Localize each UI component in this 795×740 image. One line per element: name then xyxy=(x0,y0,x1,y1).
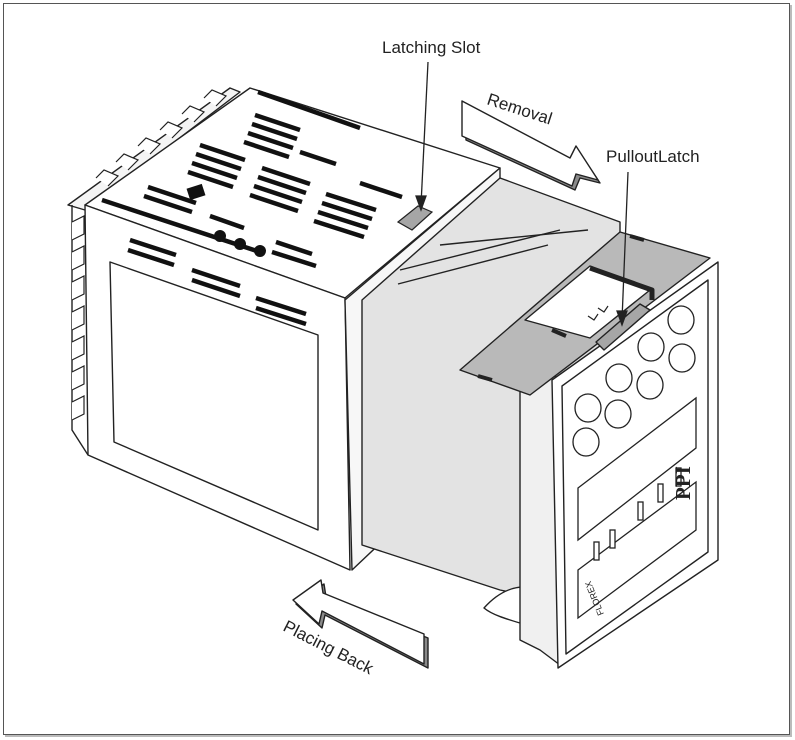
vent-slot xyxy=(187,169,234,190)
terminal-rib xyxy=(71,365,85,391)
indicator-dot xyxy=(254,245,266,257)
terminal-rib xyxy=(71,245,85,271)
vent-slot xyxy=(313,218,365,240)
vent-slot xyxy=(101,197,261,255)
led-indicator xyxy=(593,541,600,561)
terminal-rib xyxy=(71,215,85,241)
latching-slot-label: Latching Slot xyxy=(382,38,481,57)
housing-front-window xyxy=(109,261,319,531)
led-indicator xyxy=(609,529,616,549)
vent-slot xyxy=(255,295,307,317)
display-window-lower xyxy=(577,480,697,620)
vent-slot xyxy=(325,191,377,213)
terminal-rib xyxy=(203,89,228,107)
display-windows xyxy=(577,396,697,620)
latch-mark xyxy=(551,328,567,338)
pullout-latch-leader xyxy=(621,171,629,321)
vent-slot xyxy=(243,139,290,160)
vent-slot xyxy=(199,142,246,163)
key-button[interactable] xyxy=(572,427,600,457)
sleeve-top-seam xyxy=(439,229,589,246)
placing-back-arrow xyxy=(292,579,429,669)
indicator-dot xyxy=(214,230,226,242)
vent-slot xyxy=(321,200,373,222)
terminal-rib xyxy=(71,305,85,331)
vent-slot xyxy=(127,247,175,268)
vent-slot xyxy=(191,277,241,299)
vent-slot xyxy=(275,239,313,257)
latch-mark xyxy=(477,374,493,382)
key-button[interactable] xyxy=(668,343,696,373)
sleeve-edge xyxy=(399,229,561,271)
latch-chevrons xyxy=(587,305,609,321)
vent-slot xyxy=(195,151,242,172)
vent-slot xyxy=(257,174,307,196)
sleeve-edge xyxy=(397,244,549,285)
led-indicator xyxy=(657,483,664,503)
terminal-rib xyxy=(71,335,85,361)
pullout-latch-label: PulloutLatch xyxy=(606,147,700,166)
indicator-dot xyxy=(234,238,246,250)
key-button[interactable] xyxy=(605,363,633,393)
terminal-rib xyxy=(115,153,140,171)
vent-slot xyxy=(143,193,193,215)
key-button[interactable] xyxy=(667,305,695,335)
terminal-rib xyxy=(181,105,206,123)
terminal-rib xyxy=(71,275,85,301)
terminal-rib xyxy=(159,121,184,139)
latching-slot xyxy=(396,205,434,231)
keypad-buttons xyxy=(572,305,696,457)
vent-slot xyxy=(247,130,294,151)
vent-slot xyxy=(129,237,177,258)
display-window-upper xyxy=(577,396,697,542)
vent-slot xyxy=(255,305,307,327)
vent-slot xyxy=(147,184,197,206)
removal-arrow-body xyxy=(461,100,599,187)
terminal-rib xyxy=(137,137,162,155)
diagram-frame xyxy=(3,3,790,735)
led-indicator xyxy=(637,501,644,521)
vent-slot xyxy=(299,149,337,167)
vent-slot xyxy=(251,121,298,142)
placing-back-arrow-body xyxy=(292,579,425,665)
terminal-ribs xyxy=(71,89,228,421)
vent-slot xyxy=(209,213,245,231)
indicator-dots xyxy=(214,230,266,257)
latch-mark xyxy=(629,234,645,242)
top-vent-slots xyxy=(101,89,403,327)
terminal-rib xyxy=(71,395,85,421)
latch-clip-bracket xyxy=(589,265,655,300)
vent-slot xyxy=(191,267,241,289)
led-indicator xyxy=(675,467,682,487)
vent-slot xyxy=(253,183,303,205)
vent-slot xyxy=(317,209,369,231)
terminal-rib xyxy=(95,169,120,187)
latching-slot-leader xyxy=(420,61,429,206)
key-button[interactable] xyxy=(574,393,602,423)
leader-lines xyxy=(415,61,629,327)
vent-slot xyxy=(257,89,361,131)
vent-slot xyxy=(191,160,238,181)
pullout-latch xyxy=(459,231,711,396)
key-button[interactable] xyxy=(637,332,665,362)
key-button[interactable] xyxy=(604,399,632,429)
vent-slot xyxy=(249,192,299,214)
key-button[interactable] xyxy=(636,370,664,400)
housing-back-edge xyxy=(71,205,89,456)
vent-slot xyxy=(261,165,311,187)
vent-slot xyxy=(359,180,403,200)
top-corner-block xyxy=(186,183,206,201)
latching-slot-arrowhead xyxy=(415,195,427,212)
pullout-latch-arrowhead xyxy=(616,310,628,327)
bezel-logo: PPI xyxy=(671,466,695,500)
vent-slot xyxy=(271,249,317,269)
removal-arrow xyxy=(461,100,601,191)
vent-slot xyxy=(254,112,301,133)
